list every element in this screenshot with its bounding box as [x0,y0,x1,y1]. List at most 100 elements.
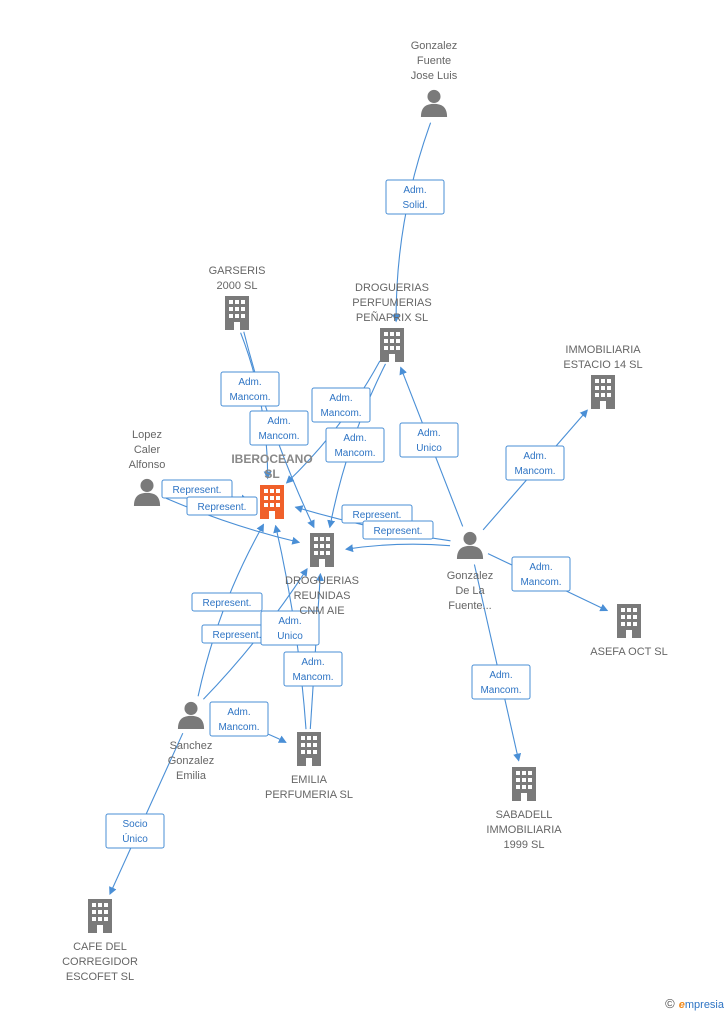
badge-box [220,371,280,407]
edge-emilia_perfumeria-to-droguerias_reunidas [309,572,324,730]
badge-label: Adm. [267,416,290,427]
relation-badge[interactable]: Represent. [341,504,413,524]
node-label: Emilia [176,770,207,782]
relation-badge[interactable]: Represent. [191,592,263,612]
badge-label: Adm. [403,185,426,196]
badge-label: Adm. [227,707,250,718]
node-label: Jose Luis [411,70,458,82]
badge-box [186,496,258,516]
relation-badge[interactable]: Adm.Mancom. [505,445,565,481]
badge-box [249,410,309,446]
badge-box [311,387,371,423]
relation-badge[interactable]: Adm.Mancom. [311,387,371,423]
relation-badge[interactable]: Represent. [362,520,434,540]
building-icon [591,375,615,409]
badge-label: Represent. [198,502,247,513]
node-immobiliaria_estacio[interactable]: IMMOBILIARIA ESTACIO 14 SL [563,344,643,409]
building-icon [617,604,641,638]
badge-label: Adm. [301,657,324,668]
badge-label: Único [122,832,148,845]
badge-box [505,445,565,481]
relation-badge[interactable]: Adm.Unico [260,610,320,646]
badge-label: Adm. [329,393,352,404]
node-label: PERFUMERIA SL [265,789,353,801]
relation-badge[interactable]: Adm.Mancom. [209,701,269,737]
copyright-icon: © [665,996,675,1011]
relation-badge[interactable]: Adm. Mancom. [249,410,309,446]
node-label: Fuente... [448,600,491,612]
badge-label: Mancom. [229,392,270,403]
badge-box [209,701,269,737]
person-icon [420,89,448,117]
node-label: IBEROCEANO [231,452,312,466]
node-label: PERFUMERIAS [352,297,431,309]
relation-badge[interactable]: Represent. [186,496,258,516]
relation-badge[interactable]: Represent. [161,479,233,499]
brand-logo-letter: e [678,999,685,1011]
badge-label: Adm. [417,428,440,439]
relation-badge[interactable]: Adm. Mancom. [471,664,531,700]
node-label: PEÑAPRIX SL [356,311,428,324]
person-icon [177,701,205,729]
badge-label: Adm. [523,451,546,462]
badge-label: Mancom. [258,431,299,442]
badge-label: Mancom. [480,685,521,696]
node-label: ASEFA OCT SL [590,646,667,658]
badge-box [191,592,263,612]
badge-label: Unico [277,631,303,642]
node-label: IMMOBILIARIA [565,344,641,356]
edge-droguerias_penaprix-to-iberoceano [285,360,381,484]
node-label: DROGUERIAS [285,575,359,587]
relation-badge[interactable]: Adm. Mancom. [325,427,385,463]
relation-badge[interactable]: Adm. Unico [399,422,459,458]
badge-label: Mancom. [520,577,561,588]
badge-label: Solid. [402,200,427,211]
node-label: CAFE DEL [73,941,127,953]
node-asefa[interactable]: ASEFA OCT SL [590,604,668,658]
node-label: Alfonso [129,459,166,471]
brand-watermark[interactable]: ©empresia [665,996,724,1011]
edge-lopez_caler-to-droguerias_reunidas [165,497,301,545]
node-label: ESTACIO 14 SL [563,359,642,371]
node-label: DROGUERIAS [355,282,429,294]
node-label: Lopez [132,429,162,441]
badge-label: Adm. [343,433,366,444]
node-label: SABADELL [496,809,553,821]
badges-layer: Adm.Solid.Adm.Mancom.Adm.Mancom.Adm.Manc… [105,179,571,849]
badge-box [105,813,165,849]
edge-gonzalez_jose-to-droguerias_penaprix [392,122,432,323]
edge-gonzalez_de_la-to-droguerias_reunidas [345,543,451,553]
relation-badge[interactable]: Adm.Mancom. [283,651,343,687]
badge-label: Adm. [489,670,512,681]
badge-label: Mancom. [334,448,375,459]
node-label: ESCOFET SL [66,971,134,983]
badge-label: Socio [122,819,147,830]
badge-label: Represent. [173,485,222,496]
relation-badge[interactable]: Adm. Mancom. [511,556,571,592]
node-label: GARSERIS [209,265,266,277]
relation-badge[interactable]: Adm.Mancom. [220,371,280,407]
relation-badge[interactable]: Adm. Solid. [385,179,445,215]
badge-label: Adm. [529,562,552,573]
person-icon [456,531,484,559]
badge-box [471,664,531,700]
badge-box [385,179,445,215]
badge-box [325,427,385,463]
badge-box [511,556,571,592]
edge-gonzalez_de_la-to-sabadell [473,564,522,762]
badge-label: Unico [416,443,442,454]
node-droguerias_penaprix[interactable]: DROGUERIAS PERFUMERIAS PEÑAPRIX SL [352,282,432,362]
node-label: Sanchez [170,740,213,752]
